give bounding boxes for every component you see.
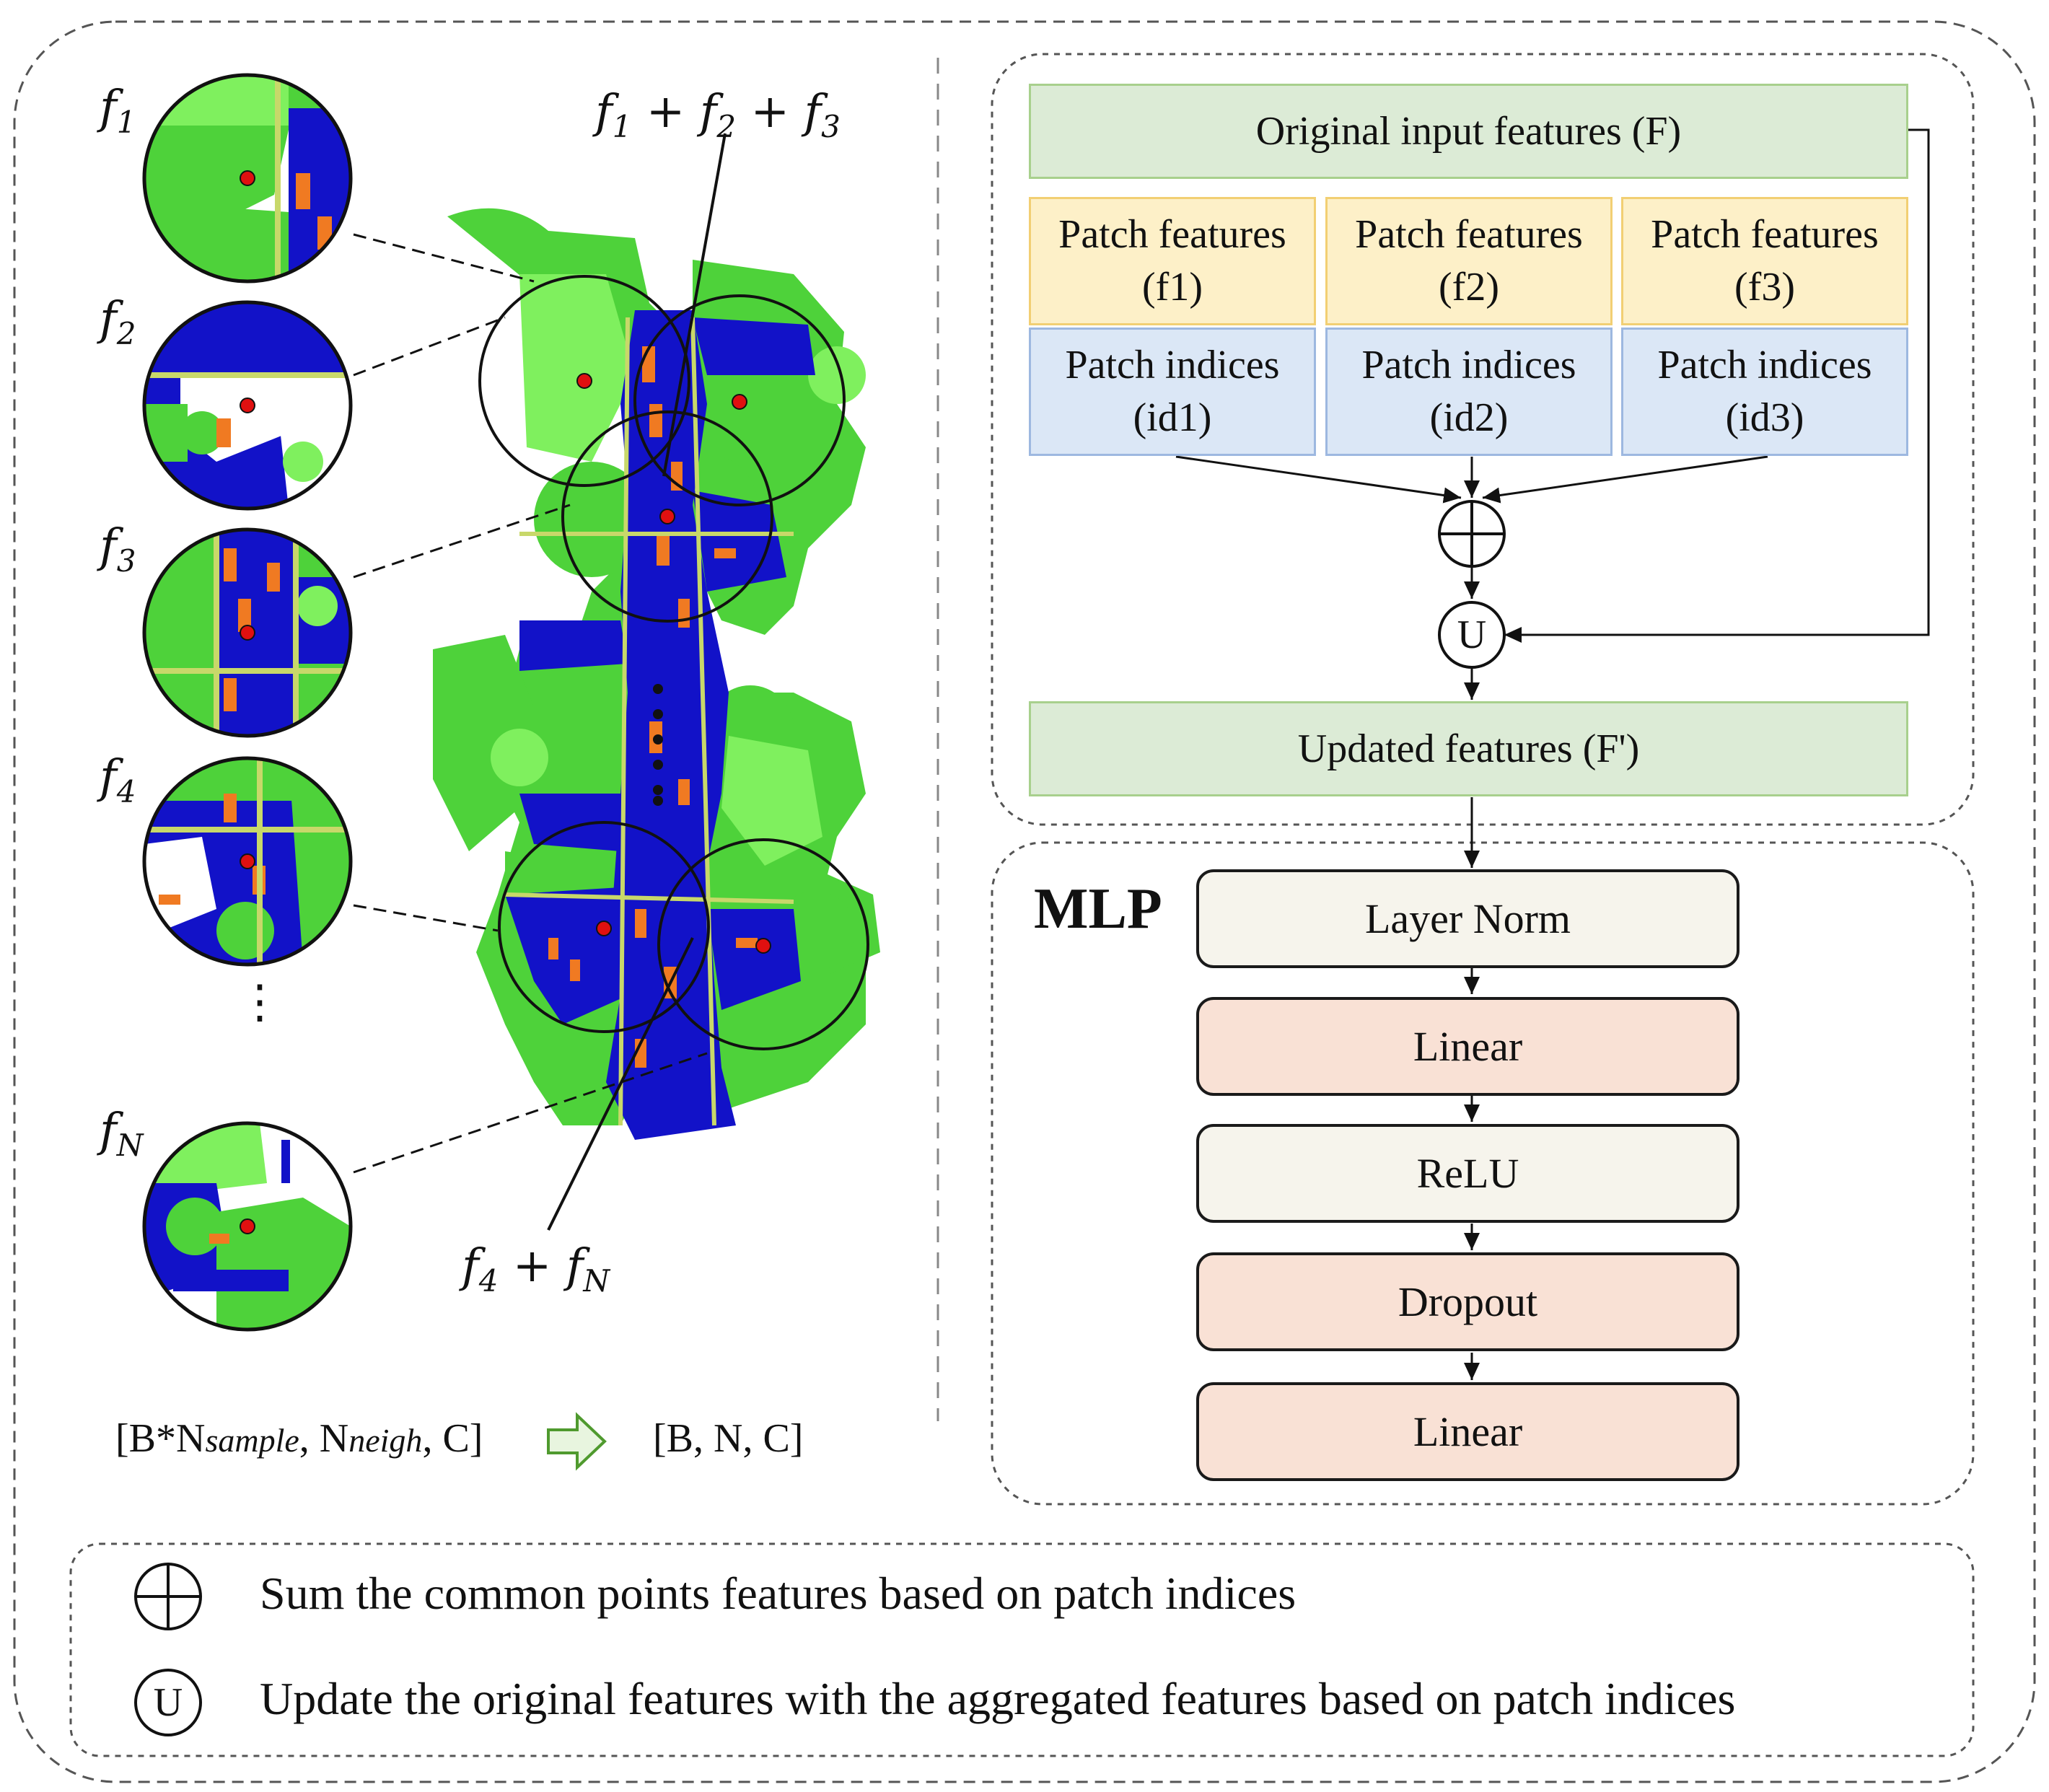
- point-cloud-map: [433, 208, 880, 1140]
- patch-circle-2: [142, 300, 353, 511]
- mlp-linear-1: Linear: [1196, 997, 1739, 1096]
- update-operator-icon: [1438, 601, 1506, 669]
- patch-label-3: f3: [100, 519, 136, 579]
- patch-label-N: fN: [100, 1104, 144, 1163]
- arrow-input-to-update: [1504, 128, 1930, 643]
- updated-features: Updated features (F'): [1029, 701, 1908, 796]
- patch-connectors: [353, 233, 708, 1174]
- annotation-top: f1 + f2 + f3: [595, 85, 841, 144]
- patch-circle-1: [142, 73, 353, 284]
- patch-indices-id1: Patch indices(id1): [1029, 328, 1316, 456]
- original-input-features: Original input features (F): [1029, 84, 1908, 179]
- patch-features-f2: Patch features(f2): [1325, 197, 1613, 325]
- shape-arrow-icon: [547, 1412, 607, 1471]
- patch-features-f1: Patch features(f1): [1029, 197, 1316, 325]
- patch-features-f3: Patch features(f3): [1621, 197, 1908, 325]
- legend-frame: [69, 1542, 1975, 1757]
- input-shape-label: [B*Nsample, Nneigh, C]: [115, 1416, 483, 1461]
- mlp-relu: ReLU: [1196, 1124, 1739, 1223]
- arrow-id1-to-sum: [1175, 455, 1462, 504]
- mlp-dropout: Dropout: [1196, 1252, 1739, 1351]
- patch-ellipsis: ⋮: [237, 975, 283, 1029]
- mlp-title: MLP: [1034, 877, 1162, 941]
- patch-indices-id3: Patch indices(id3): [1621, 328, 1908, 456]
- arrow-id3-to-sum: [1482, 455, 1768, 504]
- patch-indices-id2: Patch indices(id2): [1325, 328, 1613, 456]
- legend-sum-text: Sum the common points features based on …: [260, 1568, 1296, 1619]
- legend-update-text: Update the original features with the ag…: [260, 1673, 1736, 1724]
- update-operator-label: U: [1457, 612, 1487, 657]
- patch-circle-N: [142, 1121, 353, 1332]
- patch-label-2: f2: [100, 292, 136, 351]
- annotation-line-bottom: [547, 937, 694, 1231]
- mlp-layer-norm: Layer Norm: [1196, 869, 1739, 968]
- aggregation-frame: [991, 53, 1975, 826]
- output-shape-label: [B, N, C]: [653, 1416, 804, 1461]
- outer-frame: [13, 20, 2036, 1783]
- mlp-frame: [991, 841, 1975, 1506]
- patch-label-4: f4: [100, 750, 136, 809]
- annotation-line-top: [662, 133, 727, 477]
- sum-operator-icon: [1438, 500, 1506, 568]
- legend-update-symbol: U: [153, 1680, 183, 1725]
- patch-circle-4: [142, 756, 353, 967]
- patch-label-1: f1: [100, 81, 136, 140]
- legend-update-icon: [134, 1669, 202, 1736]
- patch-circle-3: [142, 527, 353, 738]
- mlp-linear-2: Linear: [1196, 1382, 1739, 1481]
- annotation-bottom: f4 + fN: [462, 1239, 610, 1299]
- legend-sum-icon: [134, 1563, 202, 1630]
